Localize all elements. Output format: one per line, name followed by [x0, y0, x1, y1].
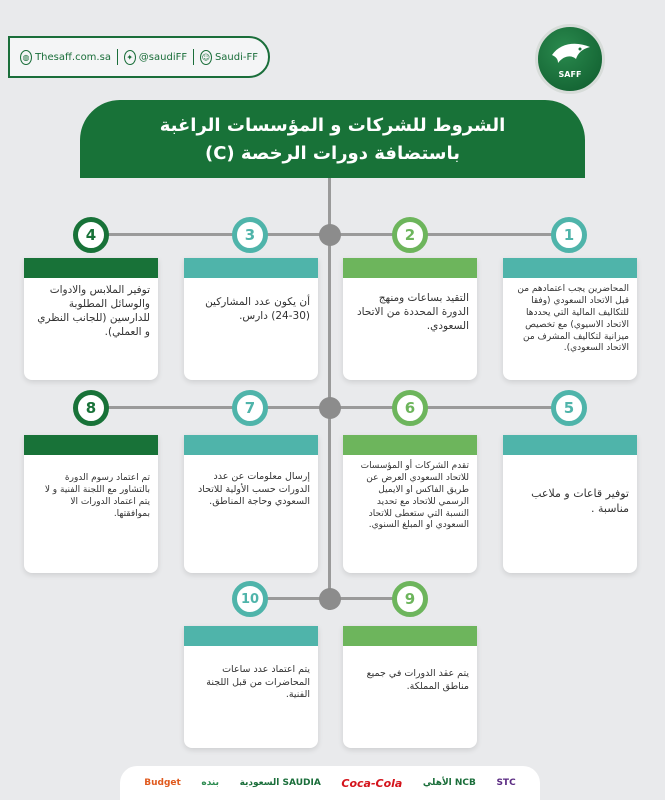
junction-dot — [319, 588, 341, 610]
step-number-9: 9 — [392, 581, 428, 617]
card-text: توفير الملابس والادوات والوسائل المطلوبة… — [37, 284, 150, 338]
title-line-2: باستضافة دورات الرخصة (C) — [204, 143, 461, 164]
step-number-1: 1 — [551, 217, 587, 253]
card-text: إرسال معلومات عن عدد الدورات حسب الأولية… — [198, 471, 310, 508]
condition-card-1: المحاضرين يجب اعتمادهم من قبل الاتحاد ال… — [503, 258, 637, 380]
card-header-bar — [24, 258, 158, 278]
card-text: يتم اعتماد عدد ساعات المحاضرات من قبل ال… — [206, 664, 310, 701]
falcon-icon — [552, 43, 590, 63]
sponsor-logo-ncb: الأهلي NCB — [422, 778, 476, 788]
twitter-icon: ✦ — [123, 49, 136, 65]
sponsor-logo-panda: بنده — [201, 778, 219, 788]
card-header-bar — [343, 258, 477, 278]
condition-card-4: توفير الملابس والادوات والوسائل المطلوبة… — [24, 258, 158, 380]
card-text: أن يكون عدد المشاركين (30-24) دارس. — [205, 296, 310, 322]
condition-card-7: إرسال معلومات عن عدد الدورات حسب الأولية… — [184, 435, 318, 573]
step-number-3: 3 — [232, 217, 268, 253]
card-text: تم اعتماد رسوم الدورة بالتشاور مع اللجنة… — [44, 473, 150, 519]
step-number-7: 7 — [232, 390, 268, 426]
sponsor-logo-budget: Budget — [144, 778, 181, 788]
condition-card-5: توفير قاعات و ملاعب مناسبة . — [503, 435, 637, 573]
page-title: الشروط للشركات و المؤسسات الراغبة باستضا… — [80, 100, 585, 178]
logo-text: SAFF — [558, 70, 582, 79]
card-header-bar — [343, 626, 477, 646]
condition-card-6: تقدم الشركات أو المؤسسات للاتحاد السعودي… — [343, 435, 477, 573]
card-header-bar — [184, 258, 318, 278]
condition-card-3: أن يكون عدد المشاركين (30-24) دارس. — [184, 258, 318, 380]
snapchat-icon: ☺ — [199, 49, 212, 65]
divider — [116, 49, 118, 65]
step-number-6: 6 — [392, 390, 428, 426]
junction-dot — [319, 397, 341, 419]
card-header-bar — [503, 435, 637, 455]
step-number-4: 4 — [73, 217, 109, 253]
card-header-bar — [503, 258, 637, 278]
condition-card-8: تم اعتماد رسوم الدورة بالتشاور مع اللجنة… — [24, 435, 158, 573]
condition-card-10: يتم اعتماد عدد ساعات المحاضرات من قبل ال… — [184, 626, 318, 748]
card-header-bar — [24, 435, 158, 455]
card-header-bar — [184, 435, 318, 455]
step-number-2: 2 — [392, 217, 428, 253]
snapchat-handle[interactable]: Saudi-FF — [214, 51, 259, 63]
trunk-line — [328, 178, 331, 610]
sponsors-bar: Budget بنده السعودية SAUDIA Coca-Cola ال… — [120, 766, 540, 800]
step-number-10: 10 — [232, 581, 268, 617]
step-number-8: 8 — [73, 390, 109, 426]
social-links-bar: ◍ Thesaff.com.sa ✦ @saudiFF ☺ Saudi-FF — [8, 36, 270, 78]
globe-icon: ◍ — [20, 49, 33, 65]
sponsor-logo-saudia: السعودية SAUDIA — [239, 778, 321, 788]
title-line-1: الشروط للشركات و المؤسسات الراغبة — [159, 115, 506, 136]
card-text: توفير قاعات و ملاعب مناسبة . — [531, 487, 629, 515]
condition-card-9: يتم عقد الدورات في جميع مناطق المملكة. — [343, 626, 477, 748]
card-header-bar — [343, 435, 477, 455]
website-link[interactable]: Thesaff.com.sa — [35, 51, 111, 63]
saff-logo: SAFF — [535, 24, 605, 94]
sponsor-logo-coca-cola: Coca-Cola — [341, 776, 403, 790]
card-header-bar — [184, 626, 318, 646]
step-number-5: 5 — [551, 390, 587, 426]
card-text: يتم عقد الدورات في جميع مناطق المملكة. — [366, 668, 469, 692]
sponsor-logo-stc: STC — [496, 778, 516, 788]
card-text: التقيد بساعات ومنهج الدورة المحددة من ال… — [356, 292, 469, 332]
divider — [193, 49, 194, 65]
twitter-handle[interactable]: @saudiFF — [138, 51, 188, 63]
card-text: تقدم الشركات أو المؤسسات للاتحاد السعودي… — [360, 461, 469, 531]
condition-card-2: التقيد بساعات ومنهج الدورة المحددة من ال… — [343, 258, 477, 380]
card-text: المحاضرين يجب اعتمادهم من قبل الاتحاد ال… — [517, 284, 629, 354]
junction-dot — [319, 224, 341, 246]
